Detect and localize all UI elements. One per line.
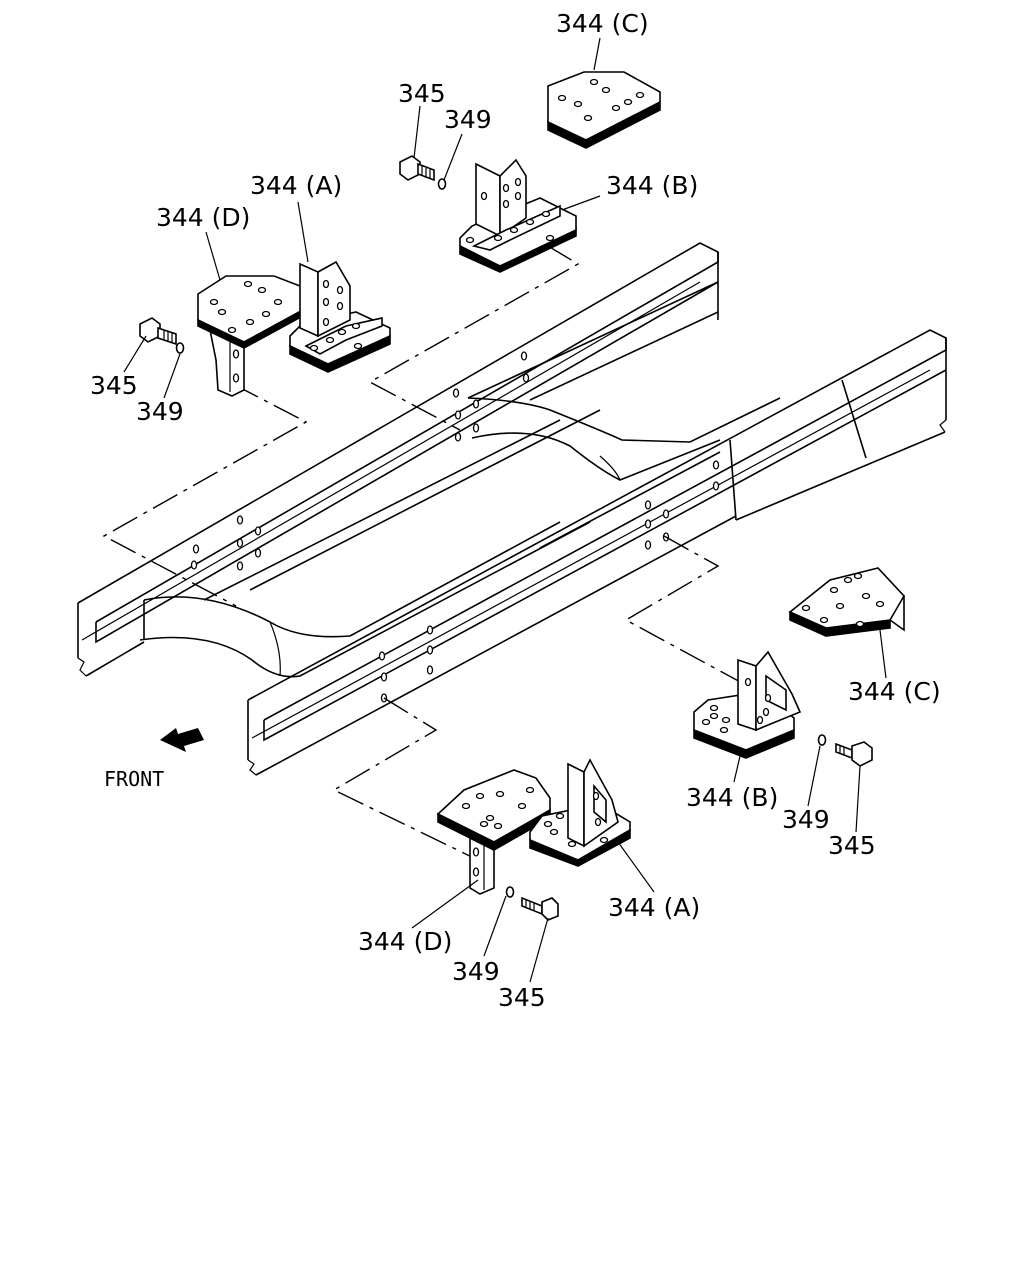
label-345-bottom: 345 <box>498 983 546 1012</box>
label-345-right: 345 <box>828 831 876 860</box>
front-arrow-icon <box>160 728 204 752</box>
label-349-bottom: 349 <box>452 957 500 986</box>
washer-349-right <box>817 734 827 746</box>
label-344d-bottom: 344 (D) <box>358 927 452 956</box>
right-side-rail <box>247 329 947 776</box>
bracket-344a-bottom <box>529 758 631 867</box>
washer-349-bottom <box>505 886 515 898</box>
label-344a-bottom: 344 (A) <box>608 893 700 922</box>
label-349-top: 349 <box>444 105 492 134</box>
label-344c-top: 344 (C) <box>556 9 649 38</box>
label-345-left: 345 <box>90 371 138 400</box>
chassis-frame <box>77 242 947 776</box>
callout-leaders <box>123 37 887 983</box>
front-label: FRONT <box>104 767 164 791</box>
bracket-344d-bottom <box>436 769 551 895</box>
rail-holes <box>190 351 720 703</box>
bolt-345-bottom <box>521 896 559 921</box>
bolt-345-left <box>139 317 177 346</box>
front-cross-member <box>467 281 781 549</box>
bolt-345-right <box>835 741 873 767</box>
label-344a-top: 344 (A) <box>250 171 342 200</box>
bracket-344a-left <box>289 260 391 373</box>
label-345-top: 345 <box>398 79 446 108</box>
bolt-345-top <box>399 155 435 182</box>
left-side-rail <box>77 242 719 677</box>
bracket-344d-left <box>197 275 312 397</box>
label-349-right: 349 <box>782 805 830 834</box>
leader-lines <box>102 221 745 861</box>
label-349-left: 349 <box>136 397 184 426</box>
label-344b-right: 344 (B) <box>686 783 778 812</box>
bracket-344c-right <box>788 567 905 637</box>
rear-cross-member <box>139 409 601 678</box>
label-344b-top: 344 (B) <box>606 171 698 200</box>
label-344c-right: 344 (C) <box>848 677 941 706</box>
washer-349-top <box>437 178 447 190</box>
bracket-344c-top <box>547 71 661 149</box>
washer-349-left <box>175 342 185 354</box>
bracket-344b-right <box>693 650 802 759</box>
bracket-344b-top <box>459 158 577 273</box>
label-344d-top: 344 (D) <box>156 203 250 232</box>
